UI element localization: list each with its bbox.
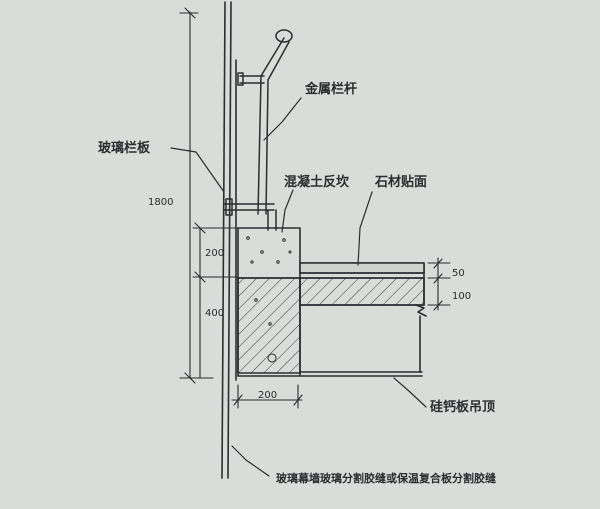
dim-upturn-width: 200 [258, 390, 277, 401]
glass-curtain-wall [221, 1, 237, 479]
railing-anchor-plate [223, 198, 277, 231]
dim-finish-thickness: 50 [452, 268, 465, 279]
vertical-dimension-lines [179, 7, 239, 384]
label-metal-railing: 金属栏杆 [304, 81, 357, 97]
bottom-dimension-line [231, 384, 303, 409]
leader-lines [170, 97, 427, 477]
label-joint-note: 玻璃幕墙玻璃分割胶缝或保温复合板分割胶缝 [276, 471, 496, 485]
dim-total-height: 1800 [148, 197, 173, 208]
floor-slab [299, 262, 427, 373]
dim-slab-thickness: 100 [452, 291, 471, 302]
label-stone-facing: 石材贴面 [374, 174, 427, 190]
label-concrete-upturn: 混凝土反坎 [284, 174, 349, 190]
dim-upper-segment: 200 [205, 248, 224, 259]
concrete-speckles [246, 236, 292, 363]
metal-railing-post [237, 29, 293, 215]
concrete-upturn [237, 227, 301, 377]
ceiling-line [299, 371, 423, 377]
label-glass-railing-panel: 玻璃栏板 [98, 140, 151, 156]
label-calcium-silicate-ceiling: 硅钙板吊顶 [430, 399, 495, 415]
right-dimension-lines [427, 257, 451, 311]
dim-lower-segment: 400 [205, 308, 224, 319]
